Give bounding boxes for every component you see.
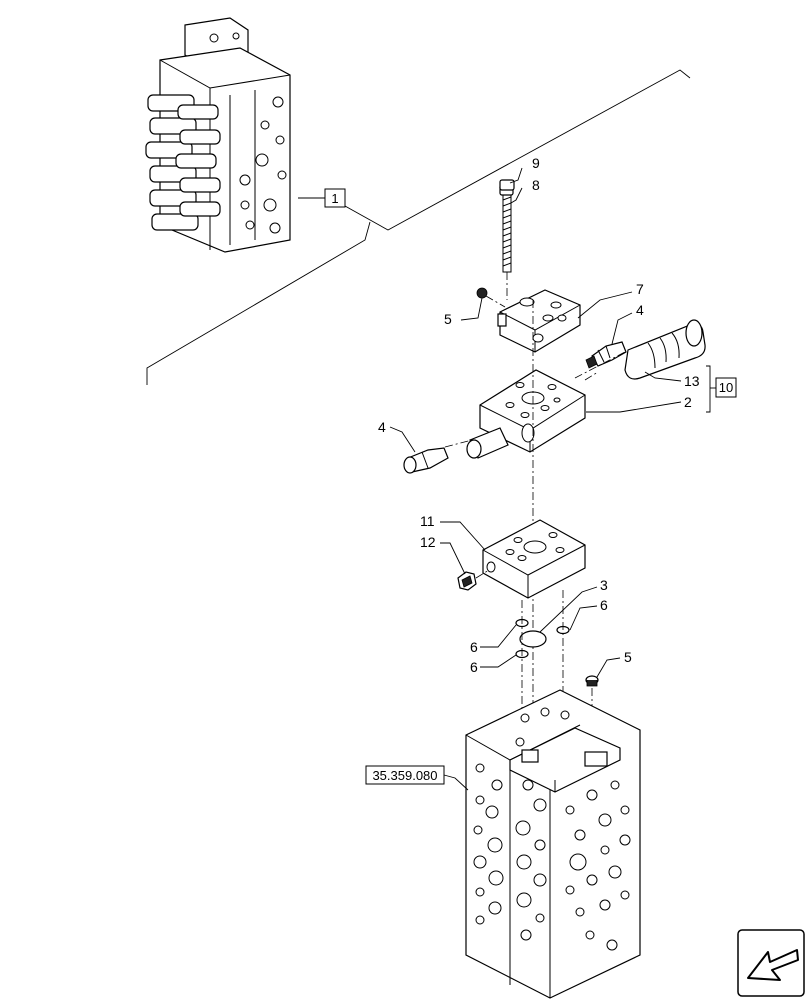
- callout-1: 1: [146, 69, 691, 385]
- callout-13: 13: [684, 373, 700, 389]
- main-valve-section: [465, 689, 641, 999]
- center-line-body-right: [584, 371, 599, 381]
- callout-3: 3: [600, 577, 608, 593]
- callout-10-box: [715, 377, 737, 398]
- fitting-4-left: [403, 447, 449, 474]
- center-line-fitting-left: [444, 439, 473, 448]
- fitting-4-right: [585, 341, 627, 369]
- nut-9: [499, 179, 515, 191]
- o-rings: [515, 618, 570, 659]
- o-ring-3: [519, 630, 547, 648]
- callout-11: 11: [420, 513, 435, 529]
- spool-13: [624, 319, 706, 380]
- reference-box[interactable]: 35.359.080: [365, 765, 445, 785]
- leader-lines: [389, 167, 716, 791]
- callout-8: 8: [532, 177, 540, 193]
- callout-6-upper: 6: [470, 639, 478, 655]
- screw-12: [457, 571, 477, 591]
- cover-plate-7: [497, 289, 581, 353]
- callout-labels: 9 8 7 4 5 13 2 10 4 11 12 3 6 6 6 5: [378, 155, 737, 675]
- callout-12: 12: [420, 534, 436, 550]
- arrow-down-left-icon[interactable]: [737, 929, 805, 997]
- callout-6-lower: 6: [470, 659, 478, 675]
- bolt-8: [499, 184, 514, 273]
- callout-4-right: 4: [636, 302, 644, 318]
- plate-11: [482, 519, 586, 599]
- callout-9: 9: [532, 155, 540, 171]
- control-valve-assembly-overview: [145, 17, 291, 253]
- callout-4-left: 4: [378, 419, 386, 435]
- valve-body-2: [466, 369, 586, 459]
- callout-5-upper: 5: [444, 311, 452, 327]
- plug-5-upper: [476, 287, 506, 308]
- callout-5-lower: 5: [624, 649, 632, 665]
- callout-6-right: 6: [600, 597, 608, 613]
- plug-5-lower: [585, 675, 599, 687]
- reference-box-label: 35.359.080: [372, 768, 437, 783]
- callout-10: 10: [719, 380, 733, 395]
- callout-7: 7: [636, 281, 644, 297]
- center-line-screw: [475, 569, 490, 579]
- valve-spools: [145, 94, 221, 231]
- center-line-spool: [574, 351, 626, 379]
- callout-2: 2: [684, 394, 692, 410]
- callout-1-label: 1: [331, 191, 338, 206]
